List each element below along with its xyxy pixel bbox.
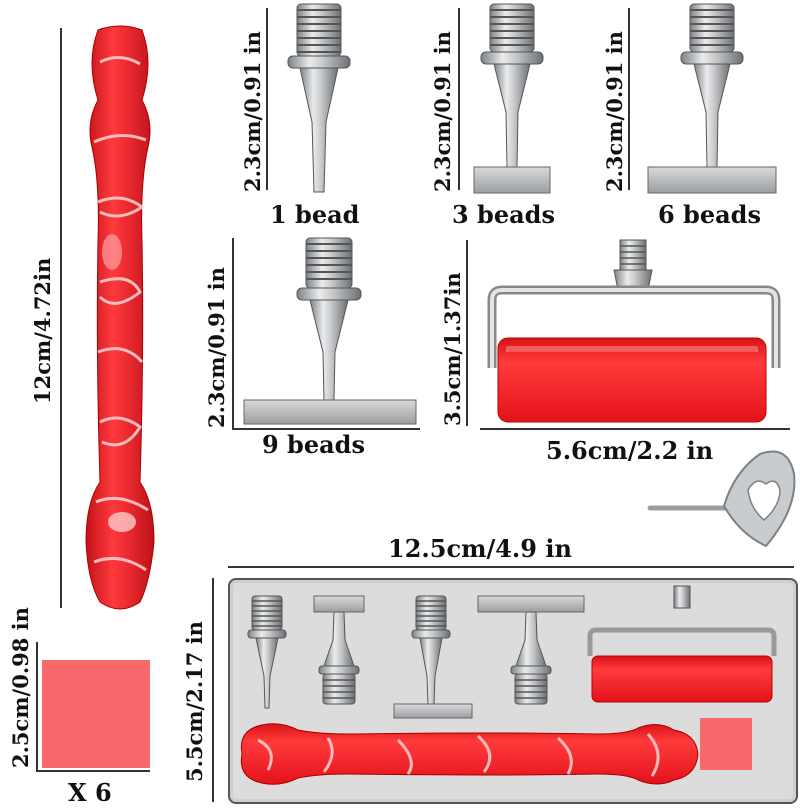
pen-handle-icon: [85, 25, 155, 610]
pad-quantity-label: X 6: [68, 778, 112, 807]
tip-name: 1 bead: [270, 200, 360, 229]
handle-dimension-line: [60, 28, 62, 608]
drill-tip-icon: [287, 3, 351, 193]
drill-tip-icon: [243, 237, 417, 425]
tip-name: 6 beads: [658, 200, 761, 229]
roller-icon: [487, 239, 781, 423]
tip-size-label: 2.3cm/0.91 in: [240, 31, 265, 192]
tip-size-label: 2.3cm/0.91 in: [204, 267, 229, 428]
tip-name: 9 beads: [262, 430, 365, 459]
drill-tip-icon: [473, 3, 551, 194]
storage-tray-icon: [228, 578, 798, 804]
roller-width-label: 5.6cm/2.2 in: [546, 436, 714, 465]
tip-size-label: 2.3cm/0.91 in: [430, 31, 455, 192]
heart-key-icon: [647, 450, 796, 548]
tip-size-label: 2.3cm/0.91 in: [602, 31, 627, 192]
drill-tip-icon: [647, 3, 777, 194]
handle-length-label: 12cm/4.72in: [30, 257, 55, 404]
pad-size-label: 2.5cm/0.98 in: [8, 607, 33, 768]
tray-height-label: 5.5cm/2.17 in: [182, 621, 207, 782]
roller-height-label: 3.5cm/1.37in: [440, 272, 465, 426]
tray-glue-pad: [700, 718, 752, 770]
tray-width-label: 12.5cm/4.9 in: [388, 534, 572, 563]
glue-pad-icon: [42, 660, 150, 768]
tip-name: 3 beads: [452, 200, 555, 229]
